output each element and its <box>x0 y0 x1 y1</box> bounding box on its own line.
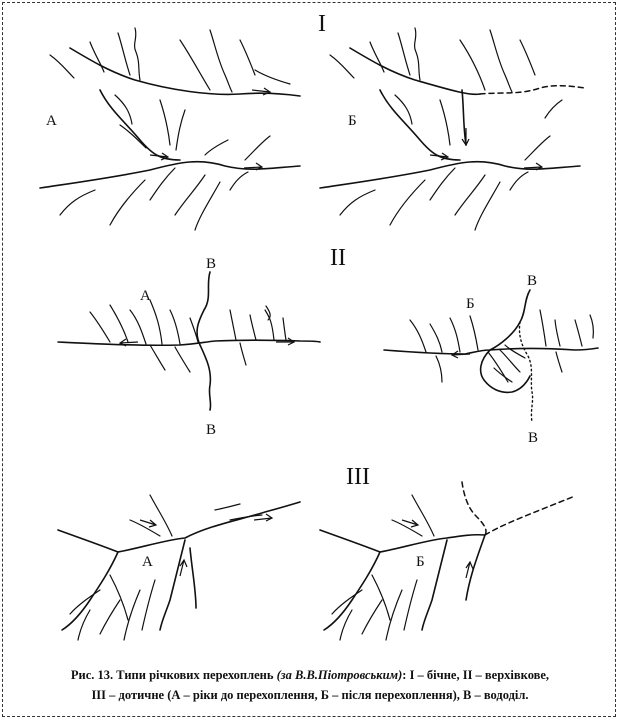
panel-ii-b-watershed-top: В <box>527 273 537 289</box>
panel-ii-a-river-network <box>57 271 321 411</box>
panel-ii-a-watershed-top: В <box>206 256 216 272</box>
panel-i-title: I <box>318 11 326 37</box>
panel-iii-title: III <box>346 464 370 490</box>
panel-ii-a-label: А <box>140 288 151 304</box>
panel-i-a-river-network <box>39 27 301 231</box>
panel-iii-a-label: А <box>142 554 153 570</box>
panel-iii-b-label: Б <box>416 554 425 570</box>
figure-caption: Рис. 13. Типи річкових перехоплень (за В… <box>14 665 606 705</box>
panel-i-b-label: Б <box>348 113 357 129</box>
panel-iii-b-river-network <box>319 481 576 641</box>
panel-ii-b-river-network <box>383 289 599 423</box>
panel-ii-title: II <box>330 245 346 271</box>
caption-source: (за В.В.Піотровським) <box>276 668 403 682</box>
panel-ii-b-watershed-bottom: В <box>528 430 538 446</box>
panel-iii-a-river-network <box>57 494 301 641</box>
panel-ii-a-watershed-bottom: В <box>206 422 216 438</box>
panel-i-b-river-network <box>319 27 586 231</box>
caption-prefix: Рис. 13. Типи річкових перехоплень <box>70 668 277 682</box>
caption-line1-rest: : І – бічне, ІІ – верхівкове, <box>402 668 550 682</box>
panel-ii-b-label: Б <box>466 296 475 312</box>
caption-line2: ІІІ – дотичне (А – ріки до перехоплення,… <box>91 688 529 702</box>
panel-i-a-label: А <box>46 113 57 129</box>
